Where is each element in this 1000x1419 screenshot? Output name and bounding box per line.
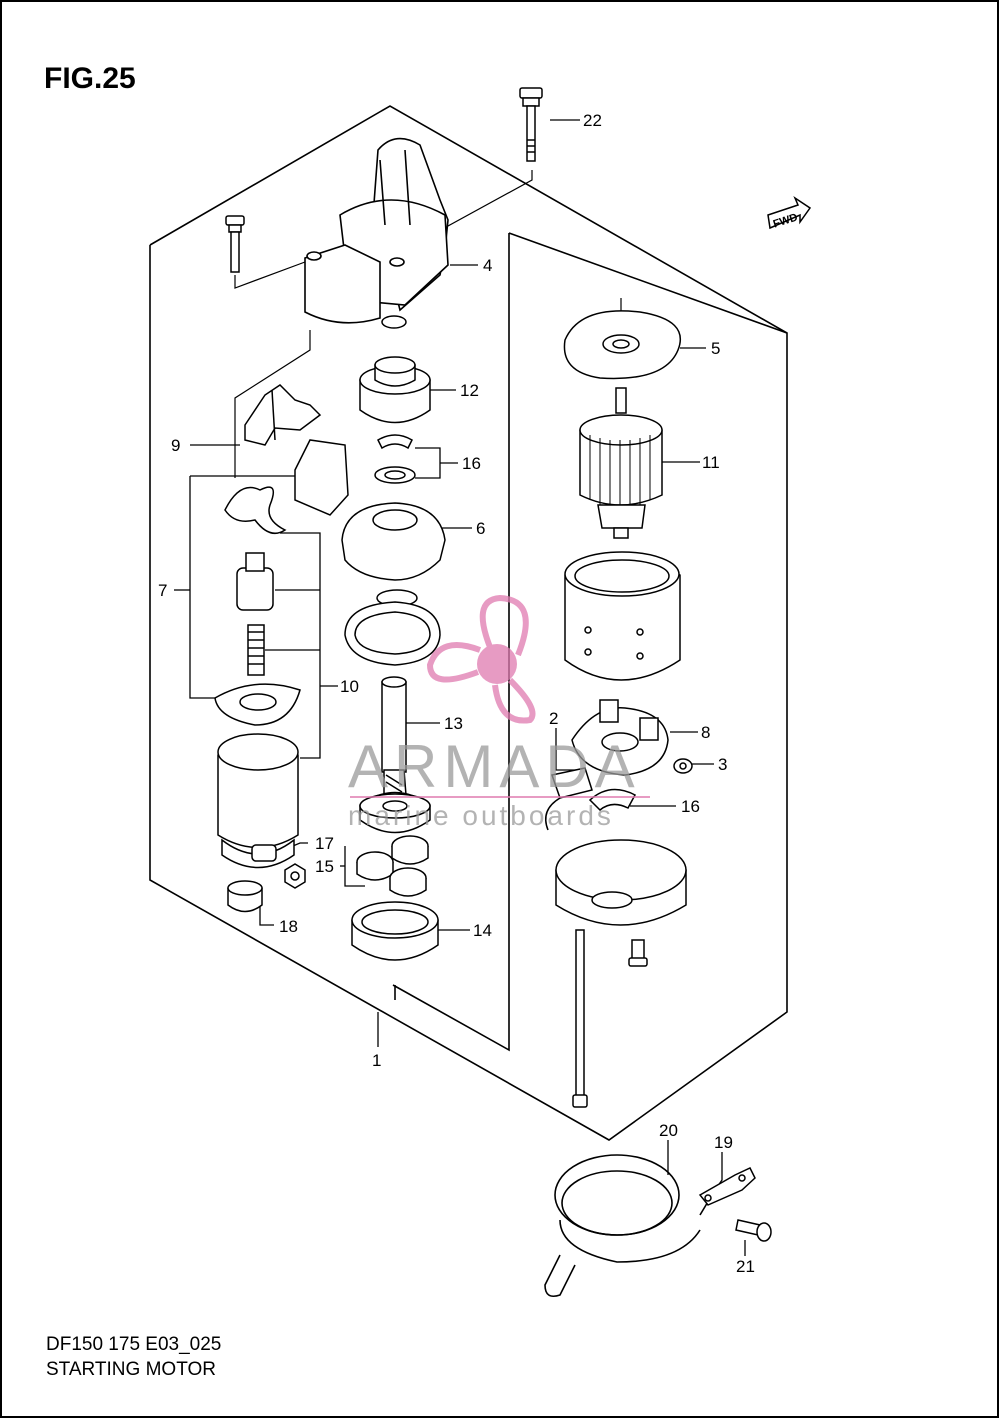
assembly-outline bbox=[149, 105, 788, 1141]
propeller-logo-icon bbox=[426, 594, 536, 724]
through-bolt-icon bbox=[572, 929, 648, 1108]
callout-22: 22 bbox=[583, 111, 602, 130]
callout-9: 9 bbox=[171, 436, 180, 455]
callout-12: 12 bbox=[460, 381, 479, 400]
ring-gear-14-icon bbox=[351, 901, 439, 961]
nut-17-icon bbox=[284, 863, 306, 889]
callout-16-lower: 16 bbox=[681, 797, 700, 816]
shaft-13-icon bbox=[359, 676, 431, 834]
gears-15-icon bbox=[356, 835, 429, 897]
cap-18-icon bbox=[227, 880, 263, 913]
plate-5-icon bbox=[563, 310, 682, 380]
callout-6: 6 bbox=[476, 519, 485, 538]
callout-8: 8 bbox=[701, 723, 710, 742]
screw-21-icon bbox=[735, 1219, 772, 1242]
section-name: STARTING MOTOR bbox=[46, 1359, 216, 1380]
brush-holder-8-icon bbox=[571, 699, 669, 776]
end-cover-icon bbox=[555, 839, 687, 926]
callout-5: 5 bbox=[711, 339, 720, 358]
bolt-22-icon bbox=[519, 87, 543, 162]
lever-9-icon bbox=[244, 384, 322, 446]
pinion-12-icon bbox=[359, 315, 431, 424]
callout-2: 2 bbox=[549, 709, 558, 728]
terminal-2-icon bbox=[545, 767, 593, 831]
callout-4: 4 bbox=[483, 256, 492, 275]
bracket-19-icon bbox=[698, 1167, 756, 1206]
fwd-arrow-icon: FWD bbox=[767, 195, 812, 231]
callout-7: 7 bbox=[158, 581, 167, 600]
callout-19: 19 bbox=[714, 1133, 733, 1152]
callout-3: 3 bbox=[718, 755, 727, 774]
propeller-hub-icon bbox=[477, 644, 517, 684]
washer-16-icon bbox=[588, 788, 637, 812]
watermark-brand: ARMADA bbox=[348, 733, 641, 800]
callout-17: 17 bbox=[315, 834, 334, 853]
yoke-icon bbox=[564, 551, 681, 681]
callout-16-upper: 16 bbox=[462, 454, 481, 473]
frame-6-icon bbox=[341, 502, 446, 666]
figure-title: FIG.25 bbox=[44, 62, 136, 95]
watermark: ARMADA marine outboards bbox=[348, 594, 650, 831]
band-20-icon bbox=[544, 1154, 716, 1298]
solenoid-10-icon bbox=[217, 733, 299, 869]
callout-15: 15 bbox=[315, 857, 334, 876]
watermark-tagline: marine outboards bbox=[348, 800, 614, 831]
nut-3-icon bbox=[673, 758, 693, 774]
callout-13: 13 bbox=[444, 714, 463, 733]
housing-4-icon bbox=[304, 137, 449, 324]
armature-11-icon bbox=[579, 387, 663, 539]
callout-labels: 22 4 5 12 9 16 11 6 7 10 13 2 8 3 16 17 … bbox=[158, 111, 755, 1276]
callout-14: 14 bbox=[473, 921, 492, 940]
callout-10: 10 bbox=[340, 677, 359, 696]
solenoid-parts-7-icon bbox=[214, 439, 349, 726]
model-code: DF150 175 E03_025 bbox=[46, 1334, 222, 1355]
callout-21: 21 bbox=[736, 1257, 755, 1276]
clip-16-icon bbox=[374, 434, 416, 484]
callout-18: 18 bbox=[279, 917, 298, 936]
callout-20: 20 bbox=[659, 1121, 678, 1140]
callout-1: 1 bbox=[372, 1051, 381, 1070]
bolt-icon bbox=[225, 215, 245, 273]
callout-11: 11 bbox=[702, 453, 720, 472]
